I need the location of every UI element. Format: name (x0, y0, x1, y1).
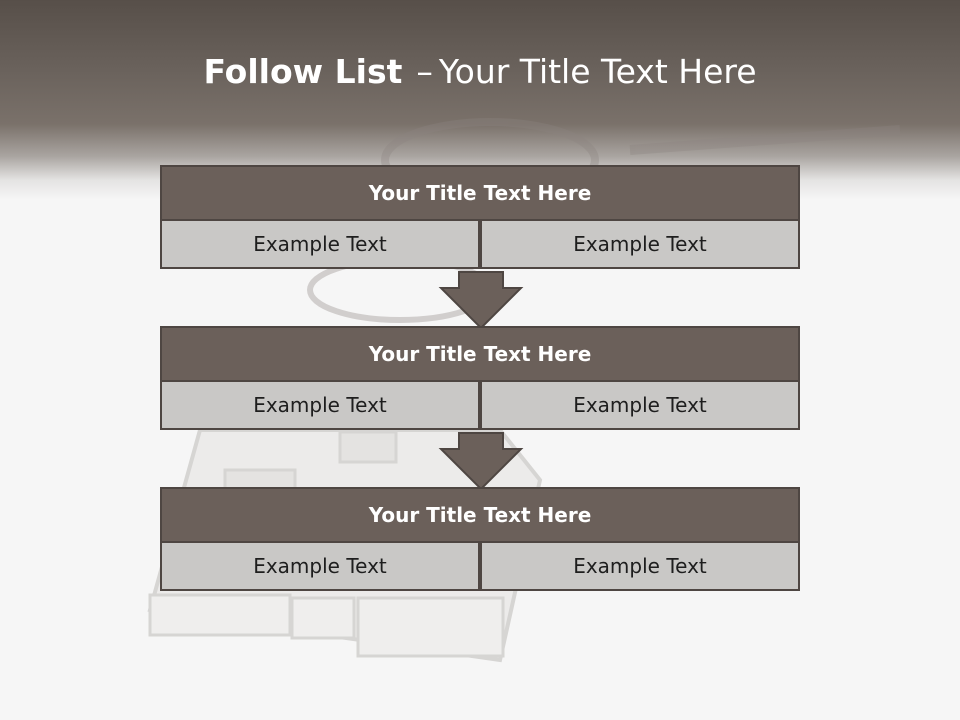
list-item-1: Your Title Text Here Example Text Exampl… (160, 165, 800, 269)
list-item-row: Example Text Example Text (160, 221, 800, 269)
list-item-title: Your Title Text Here (160, 165, 800, 221)
list-item-right-text: Example Text (480, 382, 800, 430)
list-item-3: Your Title Text Here Example Text Exampl… (160, 487, 800, 591)
list-item-2: Your Title Text Here Example Text Exampl… (160, 326, 800, 430)
slide-title: Follow List–Your Title Text Here (0, 52, 960, 91)
list-item-row: Example Text Example Text (160, 382, 800, 430)
list-item-title: Your Title Text Here (160, 487, 800, 543)
title-bold: Follow List (203, 52, 403, 91)
list-item-left-text: Example Text (160, 221, 480, 269)
list-item-right-text: Example Text (480, 543, 800, 591)
list-item-left-text: Example Text (160, 382, 480, 430)
down-arrow-icon (438, 432, 524, 491)
list-item-left-text: Example Text (160, 543, 480, 591)
list-item-title: Your Title Text Here (160, 326, 800, 382)
list-item-row: Example Text Example Text (160, 543, 800, 591)
down-arrow-icon (438, 271, 524, 330)
list-item-right-text: Example Text (480, 221, 800, 269)
title-dash: – (416, 52, 433, 91)
title-rest: Your Title Text Here (438, 52, 757, 91)
